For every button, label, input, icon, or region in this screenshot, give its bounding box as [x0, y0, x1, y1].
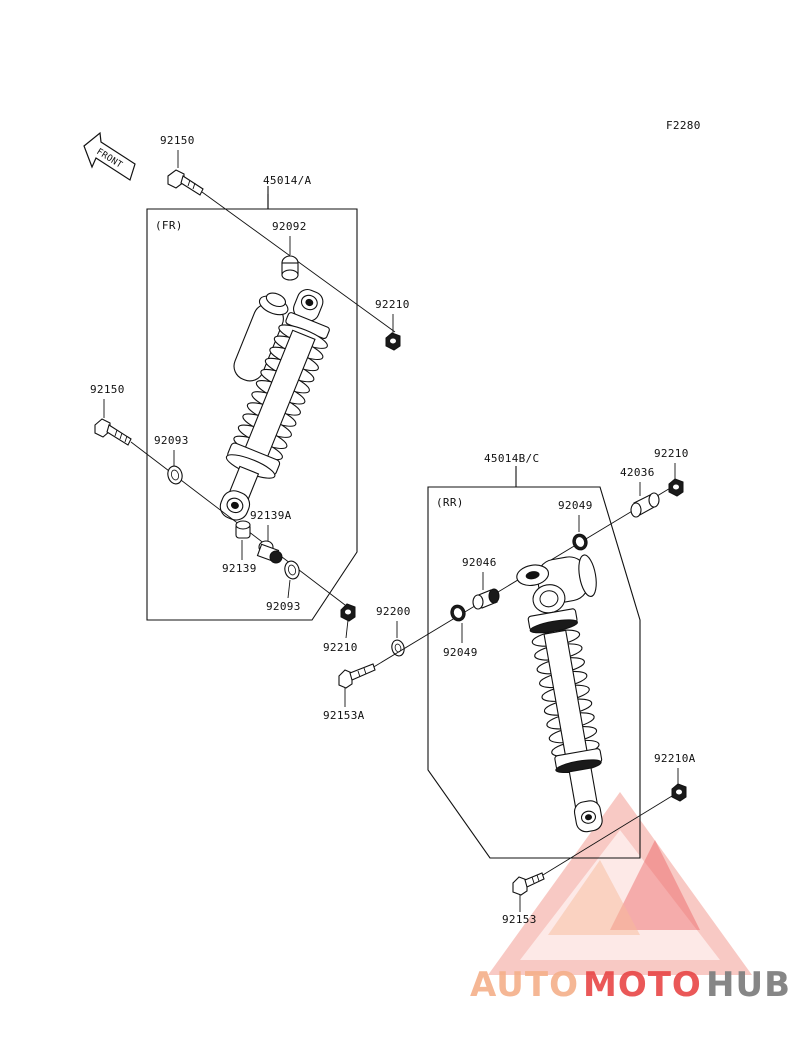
spacer-icon	[235, 520, 251, 539]
watermark-text-hub: HUB	[706, 965, 791, 1005]
part-label-92093-a: 92093	[154, 434, 189, 447]
washer-icon	[391, 639, 405, 657]
part-label-92093-b: 92093	[266, 600, 301, 613]
part-label-92153a: 92153A	[323, 709, 365, 722]
part-label-92210-low: 92210	[323, 641, 358, 654]
watermark-text-moto: MOTO	[583, 965, 702, 1005]
part-label-92210-top: 92210	[375, 298, 410, 311]
bushing-icon	[281, 255, 299, 281]
seal-icon	[572, 533, 588, 551]
nut-icon	[668, 478, 684, 497]
washer-icon	[284, 560, 300, 580]
bolt-icon	[94, 418, 132, 446]
automotohub-wordmark: AUTO MOTO HUB	[470, 965, 791, 1005]
spacer-icon	[630, 492, 660, 518]
part-label-92150-top: 92150	[160, 134, 195, 147]
bolt-icon	[338, 663, 376, 689]
part-label-92049-low: 92049	[443, 646, 478, 659]
front-shock-absorber	[219, 288, 330, 521]
watermark-text-auto: AUTO	[470, 965, 579, 1005]
rear-spring	[531, 629, 600, 763]
part-label-92210-rr: 92210	[654, 447, 689, 460]
front-group-tag: (FR)	[155, 219, 183, 232]
part-label-92150-low: 92150	[90, 383, 125, 396]
nut-icon	[671, 783, 687, 802]
part-label-92210a: 92210A	[654, 752, 696, 765]
front-group-frame	[146, 186, 358, 621]
automotohub-logo	[488, 792, 752, 975]
rear-group-tag: (RR)	[436, 496, 464, 509]
front-direction-arrow: FRONT	[83, 131, 136, 181]
seal-icon	[450, 604, 466, 622]
part-label-92153: 92153	[502, 913, 537, 926]
part-label-92139a: 92139A	[250, 509, 292, 522]
front-spring	[233, 324, 328, 461]
part-label-92046: 92046	[462, 556, 497, 569]
part-label-92092: 92092	[272, 220, 307, 233]
bolt-icon	[512, 872, 545, 896]
part-label-92200: 92200	[376, 605, 411, 618]
spacer-icon	[256, 540, 283, 564]
part-label-92049-top: 92049	[558, 499, 593, 512]
diagram-ref-code: F2280	[666, 119, 701, 132]
rear-group-frame	[427, 466, 641, 859]
bushing-icon	[472, 588, 500, 610]
front-assembly-label: 45014/A	[263, 174, 312, 187]
washer-icon	[167, 465, 183, 485]
nut-icon	[340, 603, 356, 622]
rear-shock-absorber	[516, 554, 603, 833]
nut-icon	[385, 332, 401, 351]
part-label-92139: 92139	[222, 562, 257, 575]
bolt-icon	[167, 169, 204, 196]
rear-assembly-label: 45014B/C	[484, 452, 539, 465]
part-label-42036: 42036	[620, 466, 655, 479]
